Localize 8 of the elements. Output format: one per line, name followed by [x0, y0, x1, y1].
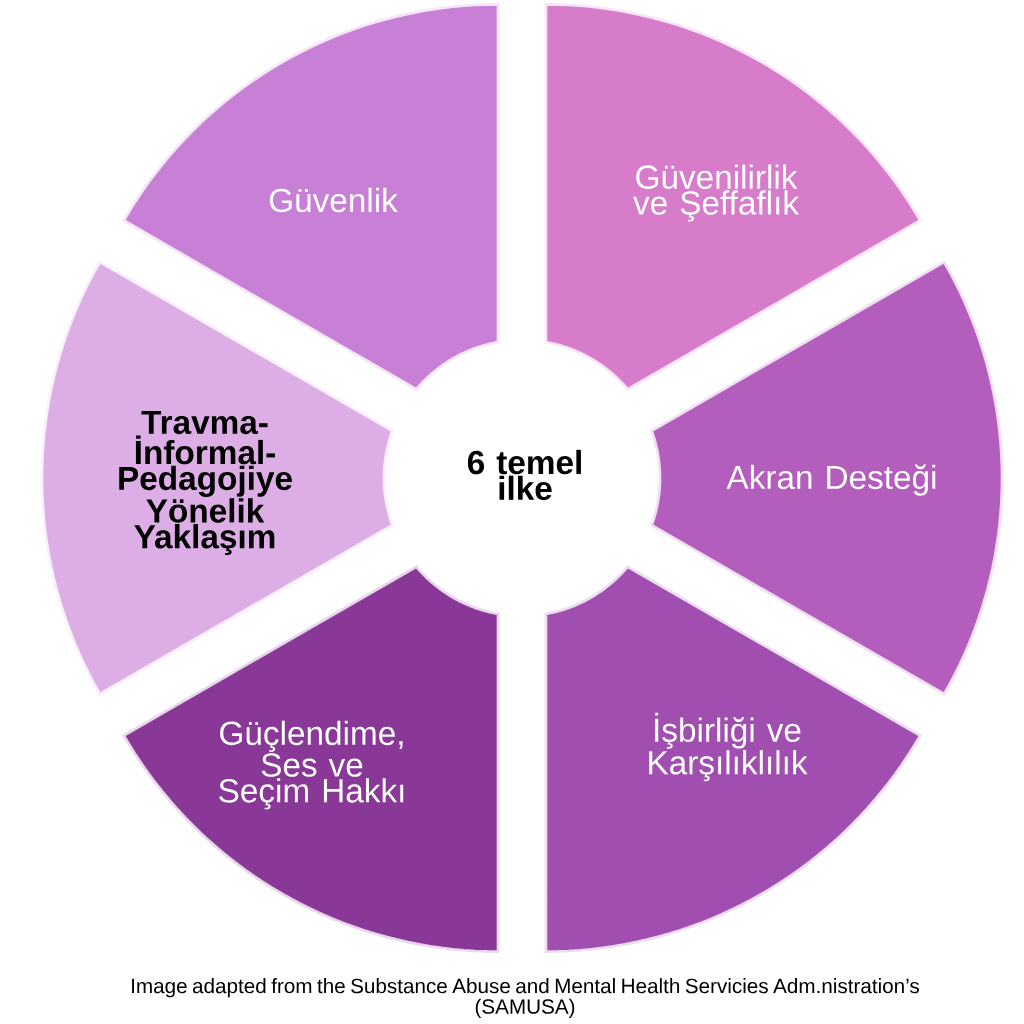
hub-label: 6 temel ilke: [467, 449, 581, 501]
segment: Güvenilirlik ve Şeffaflık: [544, 3, 922, 391]
caption: Image adapted from the Substance Abuse and Mental Health Servicies Adm.nistration’s (SAMUSA): [132, 978, 919, 1018]
segment: Güvenlik: [122, 3, 500, 391]
segment: İşbirliği ve Karşılıklılık: [544, 565, 922, 953]
segment: Travma-İnformal-Pedagojiye Yönelik Yaklaşım: [40, 260, 394, 696]
segment: Güçlendime, Ses ve Seçim Hakkı: [122, 565, 500, 953]
segment: Akran Desteği: [650, 260, 1004, 696]
